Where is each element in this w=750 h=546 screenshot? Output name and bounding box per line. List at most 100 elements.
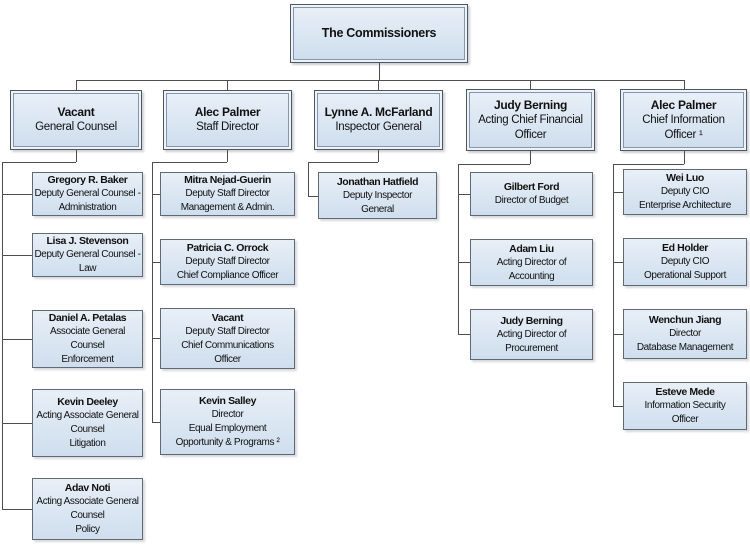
connector-line — [2, 423, 32, 424]
connector-line — [458, 164, 530, 165]
connector-line — [2, 255, 32, 256]
person-name: Gilbert Ford — [503, 181, 560, 193]
connector-line — [378, 150, 379, 162]
connector-line — [613, 406, 623, 407]
connector-line — [613, 334, 623, 335]
connector-line — [458, 334, 470, 335]
connector-line — [2, 162, 76, 163]
connector-line — [458, 164, 459, 334]
connector-line — [2, 194, 32, 195]
person-name: Daniel A. Petalas — [48, 312, 127, 324]
person-name: Adav Noti — [64, 482, 111, 494]
connector-line — [684, 151, 685, 164]
org-box-report: Gilbert Ford Director of Budget — [470, 172, 593, 216]
person-name: Wenchun Jiang — [648, 314, 722, 326]
person-name: Lynne A. McFarland — [324, 105, 433, 119]
person-title: General Counsel — [35, 121, 117, 133]
person-title: Director of Budget — [494, 195, 569, 206]
connector-line — [684, 80, 685, 89]
person-name: Judy Berning — [493, 97, 568, 112]
connector-line — [458, 194, 470, 195]
connector-line — [152, 162, 227, 163]
connector-line — [2, 162, 3, 509]
connector-line — [530, 151, 531, 164]
org-box-general-counsel: Vacant General Counsel — [10, 90, 142, 150]
person-name: Esteve Mede — [655, 386, 715, 398]
connector-line — [378, 80, 379, 90]
connector-line — [2, 339, 32, 340]
person-name: Vacant — [57, 105, 95, 119]
connector-line — [152, 338, 160, 339]
org-box-inspector-general: Lynne A. McFarland Inspector General — [314, 90, 443, 150]
connector-line — [613, 192, 623, 193]
person-name: Jonathan Hatfield — [336, 175, 419, 188]
connector-line — [613, 262, 623, 263]
connector-line — [530, 80, 531, 89]
person-name: Gregory R. Baker — [47, 174, 128, 186]
org-title: The Commissioners — [321, 26, 437, 40]
person-title: Staff Director — [196, 121, 259, 133]
connector-line — [613, 164, 684, 165]
connector-line — [152, 162, 153, 422]
person-name: Mitra Nejad-Guerin — [184, 174, 271, 186]
connector-line — [152, 422, 160, 423]
person-name: Adam Liu — [509, 242, 554, 255]
org-box-report: Lisa J. Stevenson Deputy General Counsel… — [32, 233, 143, 277]
person-name: Kevin Deeley — [57, 396, 118, 408]
person-name: Wei Luo — [666, 172, 704, 184]
connector-line — [379, 63, 380, 80]
person-name: Patricia C. Orrock — [186, 242, 269, 254]
org-box-report: Gregory R. Baker Deputy General Counsel … — [32, 172, 143, 216]
org-box-staff-director: Alec Palmer Staff Director — [163, 90, 292, 150]
connector-line — [308, 162, 378, 163]
connector-line — [76, 80, 685, 81]
connector-line — [308, 196, 318, 197]
person-title: Deputy General Counsel -Law — [34, 249, 141, 274]
connector-line — [2, 509, 32, 510]
person-name: Alec Palmer — [194, 105, 261, 119]
connector-line — [76, 150, 77, 162]
person-name: Lisa J. Stevenson — [46, 235, 129, 247]
person-name: Kevin Salley — [198, 395, 257, 407]
person-title: Deputy General Counsel -Administration — [34, 188, 141, 213]
connector-line — [152, 262, 160, 263]
person-name: Judy Berning — [500, 314, 563, 327]
person-name: Vacant — [211, 311, 244, 324]
person-name: Alec Palmer — [650, 97, 717, 112]
person-title: Inspector General — [335, 121, 422, 133]
org-box-report: Mitra Nejad-Guerin Deputy Staff Director… — [160, 172, 295, 216]
connector-line — [76, 80, 77, 90]
connector-line — [613, 164, 614, 406]
connector-line — [227, 150, 228, 162]
person-name: Ed Holder — [662, 242, 708, 254]
org-box-report: Patricia C. Orrock Deputy Staff Director… — [160, 239, 295, 285]
connector-line — [152, 194, 160, 195]
